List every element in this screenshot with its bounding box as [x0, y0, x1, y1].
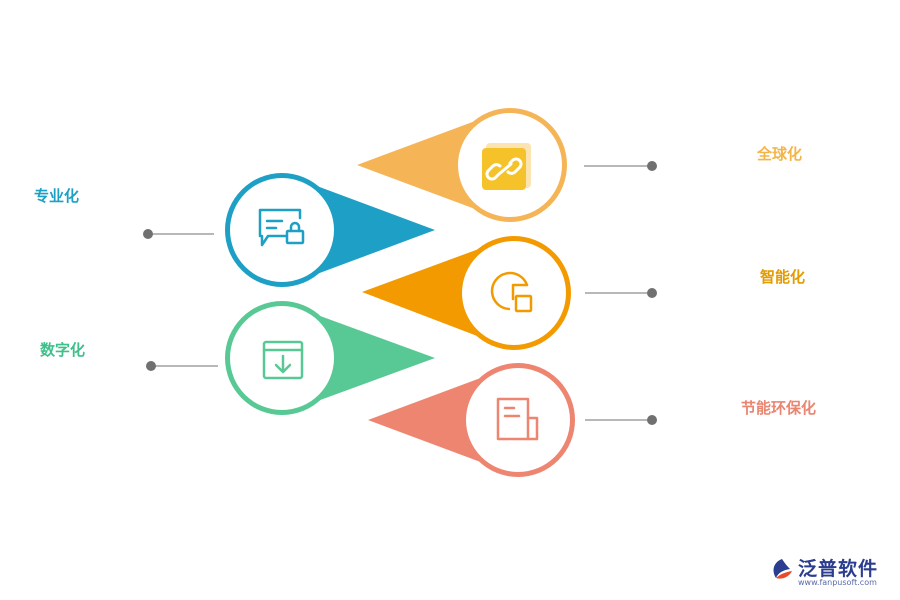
- label-professional: 专业化: [34, 187, 80, 205]
- digital-dot: [146, 361, 156, 371]
- label-eco: 节能环保化: [741, 399, 817, 417]
- brand-name: 泛普软件: [798, 558, 879, 580]
- item-digital: [146, 301, 435, 415]
- pie-chart-icon: [490, 271, 533, 313]
- item-global: [357, 108, 657, 222]
- download-box-icon: [262, 340, 304, 380]
- global-dot: [647, 161, 657, 171]
- professional-dot: [143, 229, 153, 239]
- eco-dot: [647, 415, 657, 425]
- chat-lock-icon: [258, 208, 305, 247]
- item-professional: [143, 173, 435, 287]
- brand-mark-icon: [773, 559, 792, 579]
- label-smart: 智能化: [760, 268, 806, 286]
- item-smart: [362, 236, 657, 350]
- label-global: 全球化: [757, 145, 803, 163]
- label-digital: 数字化: [40, 341, 86, 359]
- item-eco: [368, 363, 657, 477]
- link-icon: [482, 143, 531, 190]
- smart-dot: [647, 288, 657, 298]
- brand-url: www.fanpusoft.com: [798, 578, 877, 587]
- brand-logo: 泛普软件 www.fanpusoft.com: [768, 552, 896, 592]
- document-icon: [496, 397, 539, 441]
